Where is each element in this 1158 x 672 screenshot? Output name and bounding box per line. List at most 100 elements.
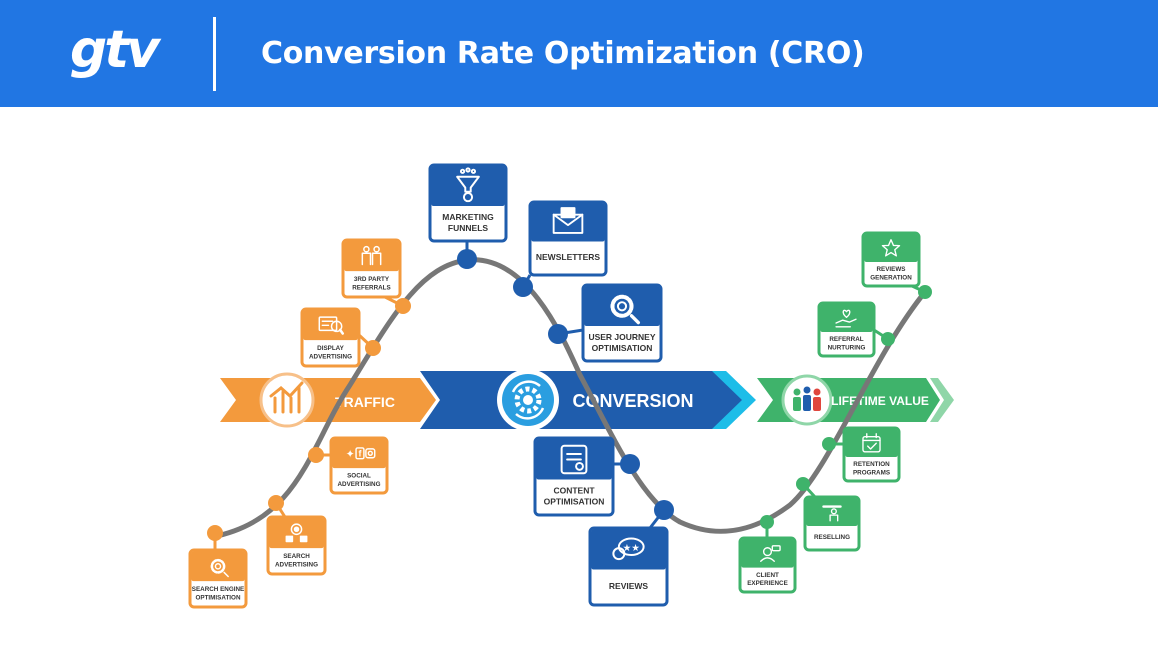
card-reselling: RESELLING (796, 477, 861, 552)
card-label-line: REFERRAL (829, 336, 863, 343)
customers-icon (793, 386, 821, 411)
card-icon-panel (431, 166, 505, 207)
header-divider (213, 17, 216, 91)
people-icon (361, 245, 382, 266)
card-icon-panel (584, 286, 660, 327)
card-label-line: DISPLAY (317, 345, 345, 352)
presenter-icon (822, 505, 842, 522)
curve-dot (207, 525, 223, 541)
card-label-line: SOCIAL (347, 473, 371, 480)
chart-growth-icon (269, 381, 304, 414)
journey-curve (209, 257, 928, 540)
card-icon-panel (845, 429, 898, 458)
lifetime-label: LIFETIME VALUE (831, 394, 929, 408)
card-label-line: REFERRALS (352, 284, 390, 291)
curve-dot (365, 340, 381, 356)
page-title: Conversion Rate Optimization (CRO) (261, 36, 865, 71)
card-label-line: ADVERTISING (337, 481, 380, 488)
document-icon (560, 444, 588, 475)
social-media-icon: ✦f (346, 447, 376, 461)
card-label-line: OPTIMISATION (195, 594, 240, 601)
card-label-line: PROGRAMS (853, 469, 890, 476)
curve-dot (654, 500, 674, 520)
conversion-arrow: CONVERSION (420, 369, 756, 431)
card-label-line: ADVERTISING (309, 353, 352, 360)
card-icon-panel (741, 539, 794, 568)
card-label-line: REVIEWS (609, 581, 649, 591)
card-label-line: OPTIMISATION (544, 497, 605, 507)
card-label-line: MARKETING (442, 212, 494, 222)
svg-text:f: f (359, 449, 362, 459)
curve-dot (457, 249, 477, 269)
gear-magnifier-icon (610, 294, 641, 325)
gtv-logo: gtv (70, 20, 160, 80)
card-label-line: SEARCH ENGINE (192, 586, 244, 593)
card-label-line: RETENTION (853, 461, 890, 468)
card-label-line: SEARCH (283, 553, 310, 560)
curve-dot (395, 298, 411, 314)
conversion-label: CONVERSION (572, 391, 693, 411)
hand-heart-icon (835, 309, 857, 328)
cards-layer: SEARCH ENGINEOPTIMISATIONSEARCHADVERTISI… (188, 163, 932, 609)
card-newsletters: NEWSLETTERS (513, 200, 608, 297)
curve-dot (308, 447, 324, 463)
curve-dot (513, 277, 533, 297)
envelope-icon (552, 207, 584, 234)
gear-search-icon (210, 558, 229, 578)
card-label-line: FUNNELS (448, 223, 488, 233)
cro-diagram: TRAFFIC LIFETIME VALUE CONVERSION SEARCH… (188, 163, 954, 609)
card-label-line: NEWSLETTERS (536, 252, 601, 262)
card-label-line: CLIENT (756, 572, 779, 579)
curve-dot (760, 515, 774, 529)
card-label-line: RESELLING (814, 534, 850, 541)
funnel-icon (456, 167, 480, 203)
card-icon-panel (864, 234, 918, 263)
card-reviews: ★★ REVIEWS (588, 500, 674, 607)
curve-dot (548, 324, 568, 344)
support-agent-icon (760, 545, 781, 562)
card-label-line: GENERATION (870, 274, 912, 281)
card-icon-panel (332, 439, 386, 469)
curve-dot (796, 477, 810, 491)
card-label-line: NURTURING (828, 344, 866, 351)
card-label-line: REVIEWS (876, 266, 905, 273)
card-icon-panel (269, 518, 324, 549)
svg-text:★★: ★★ (623, 543, 640, 554)
curve-dot (822, 437, 836, 451)
card-label-line: 3RD PARTY (354, 276, 390, 283)
curve-dot (918, 285, 932, 299)
card-icon-panel (591, 529, 666, 570)
card-icon-panel (531, 203, 605, 242)
curve-dot (268, 495, 284, 511)
touch-target-icon (285, 523, 308, 543)
card-icon-panel (344, 241, 399, 272)
calendar-check-icon (862, 433, 881, 453)
card-label-line: EXPERIENCE (747, 580, 788, 587)
traffic-arrow: TRAFFIC (220, 372, 448, 428)
gear-refresh-icon (511, 380, 545, 420)
header-bar: gtv Conversion Rate Optimization (CRO) (0, 0, 1158, 107)
svg-text:✦: ✦ (346, 449, 355, 461)
display-magnifier-icon (318, 316, 345, 335)
card-label-line: CONTENT (553, 486, 595, 496)
card-label-line: OPTIMISATION (592, 343, 653, 353)
curve-dot (620, 454, 640, 474)
traffic-label: TRAFFIC (335, 394, 395, 410)
card-icon-panel (191, 551, 245, 582)
star-bubble-icon: ★★ (612, 537, 645, 561)
card-label-line: ADVERTISING (275, 561, 318, 568)
card-icon-panel (820, 304, 873, 333)
card-label-line: USER JOURNEY (588, 332, 655, 342)
